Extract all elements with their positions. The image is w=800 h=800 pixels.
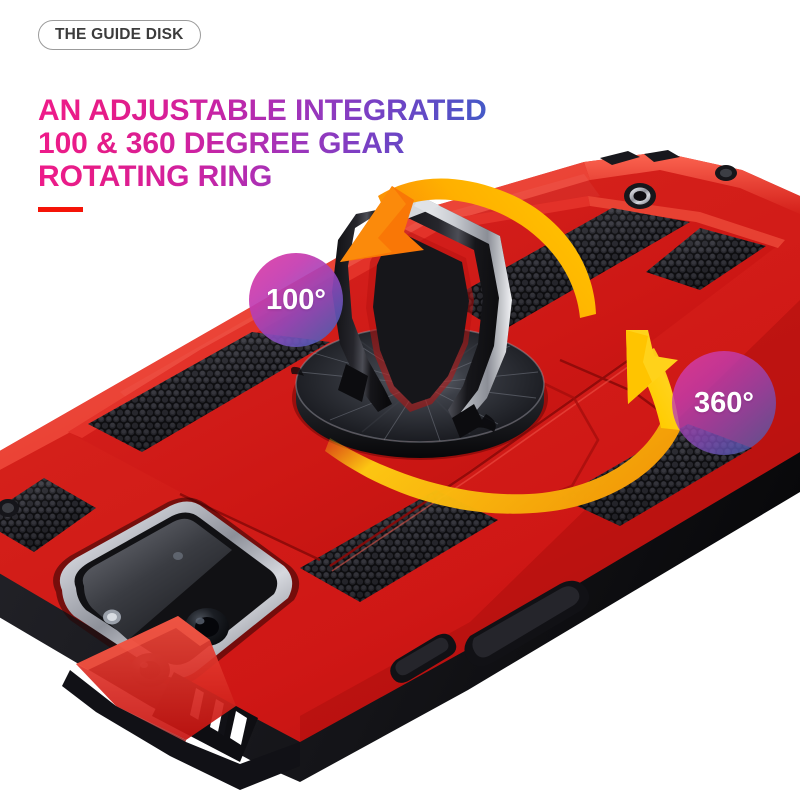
microphone-port	[624, 183, 656, 209]
callout-100-label: 100°	[266, 283, 326, 316]
left-edge-port	[0, 499, 19, 517]
headline-line-3: ROTATING RING	[38, 160, 273, 194]
camera-flash	[103, 609, 121, 625]
headline-line-1: AN ADJUSTABLE INTEGRATED	[38, 94, 487, 128]
headline-line-2: 100 & 360 DEGREE GEAR	[38, 127, 405, 161]
camera-sensor-dot	[173, 552, 183, 560]
page-title: AN ADJUSTABLE INTEGRATED 100 & 360 DEGRE…	[38, 94, 558, 193]
callout-360-degrees: 360°	[672, 351, 776, 455]
camera-module	[53, 497, 300, 687]
section-badge-label: THE GUIDE DISK	[55, 26, 184, 43]
secondary-port	[715, 165, 737, 181]
section-badge: THE GUIDE DISK	[38, 20, 201, 50]
callout-360-label: 360°	[694, 386, 754, 419]
callout-100-degrees: 100°	[249, 253, 343, 347]
accent-underline	[38, 207, 83, 212]
side-buttons	[390, 150, 680, 683]
